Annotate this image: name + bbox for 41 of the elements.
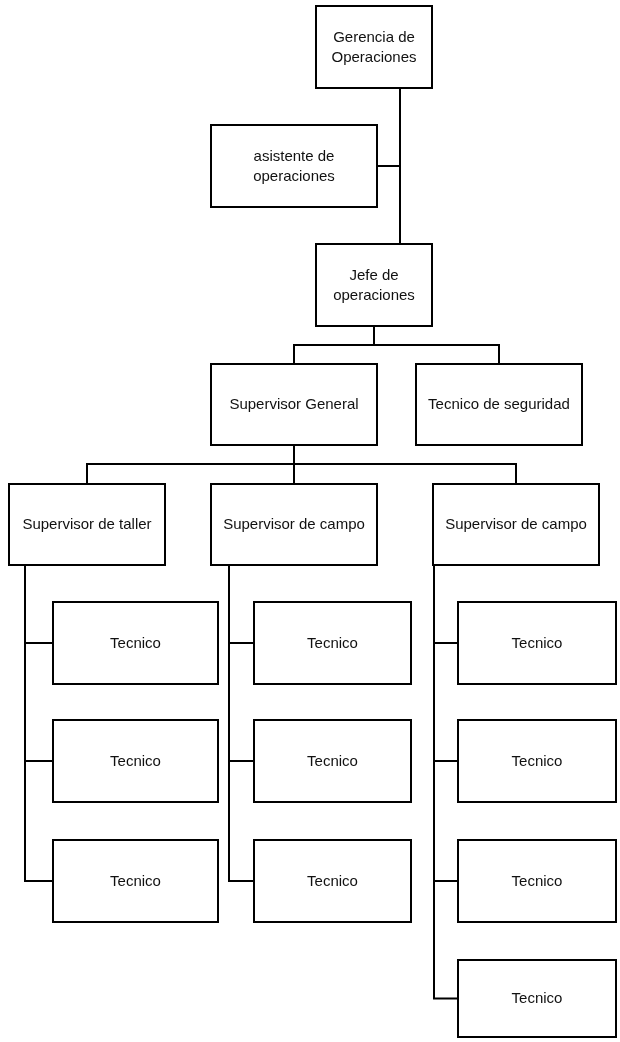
connector-line: [293, 445, 517, 484]
role-label: Tecnico: [110, 870, 161, 891]
role-label: Supervisor de campo: [223, 514, 365, 535]
connector-line: [373, 326, 500, 364]
connector-line: [228, 565, 254, 882]
org-box: [8, 483, 166, 566]
role-label: Supervisor de taller: [22, 514, 152, 535]
role-label: Tecnico: [110, 750, 161, 771]
org-box: [210, 483, 378, 566]
org-box: [457, 839, 617, 923]
org-box: [315, 243, 433, 327]
role-label: Tecnico: [511, 870, 563, 891]
role-label: Tecnico de seguridad: [428, 394, 570, 415]
org-box: [52, 601, 219, 685]
org-box: [253, 839, 412, 923]
org-box: [253, 719, 412, 803]
org-box: [415, 363, 583, 446]
org-box: [210, 363, 378, 446]
org-box: [457, 959, 617, 1038]
role-label: Supervisor General: [229, 394, 359, 415]
org-box: [315, 5, 433, 89]
org-box: [457, 719, 617, 803]
role-label: Gerencia de Operaciones: [330, 26, 418, 67]
role-label: Tecnico: [307, 870, 358, 891]
org-box: [457, 601, 617, 685]
role-label: Tecnico: [511, 750, 563, 771]
role-label: Tecnico: [511, 632, 563, 653]
role-label: asistente de operaciones: [252, 145, 336, 186]
org-box: [210, 124, 378, 208]
connector-line: [399, 88, 401, 244]
org-box: [253, 601, 412, 685]
org-box: [432, 483, 600, 566]
org-box: [52, 719, 219, 803]
role-label: Jefe de operaciones: [332, 264, 416, 305]
role-label: Tecnico: [307, 632, 358, 653]
role-label: Tecnico: [511, 988, 563, 1009]
role-label: Tecnico: [307, 750, 358, 771]
org-box: [52, 839, 219, 923]
connector-line: [24, 565, 53, 882]
role-label: Tecnico: [110, 632, 161, 653]
role-label: Supervisor de campo: [445, 514, 587, 535]
